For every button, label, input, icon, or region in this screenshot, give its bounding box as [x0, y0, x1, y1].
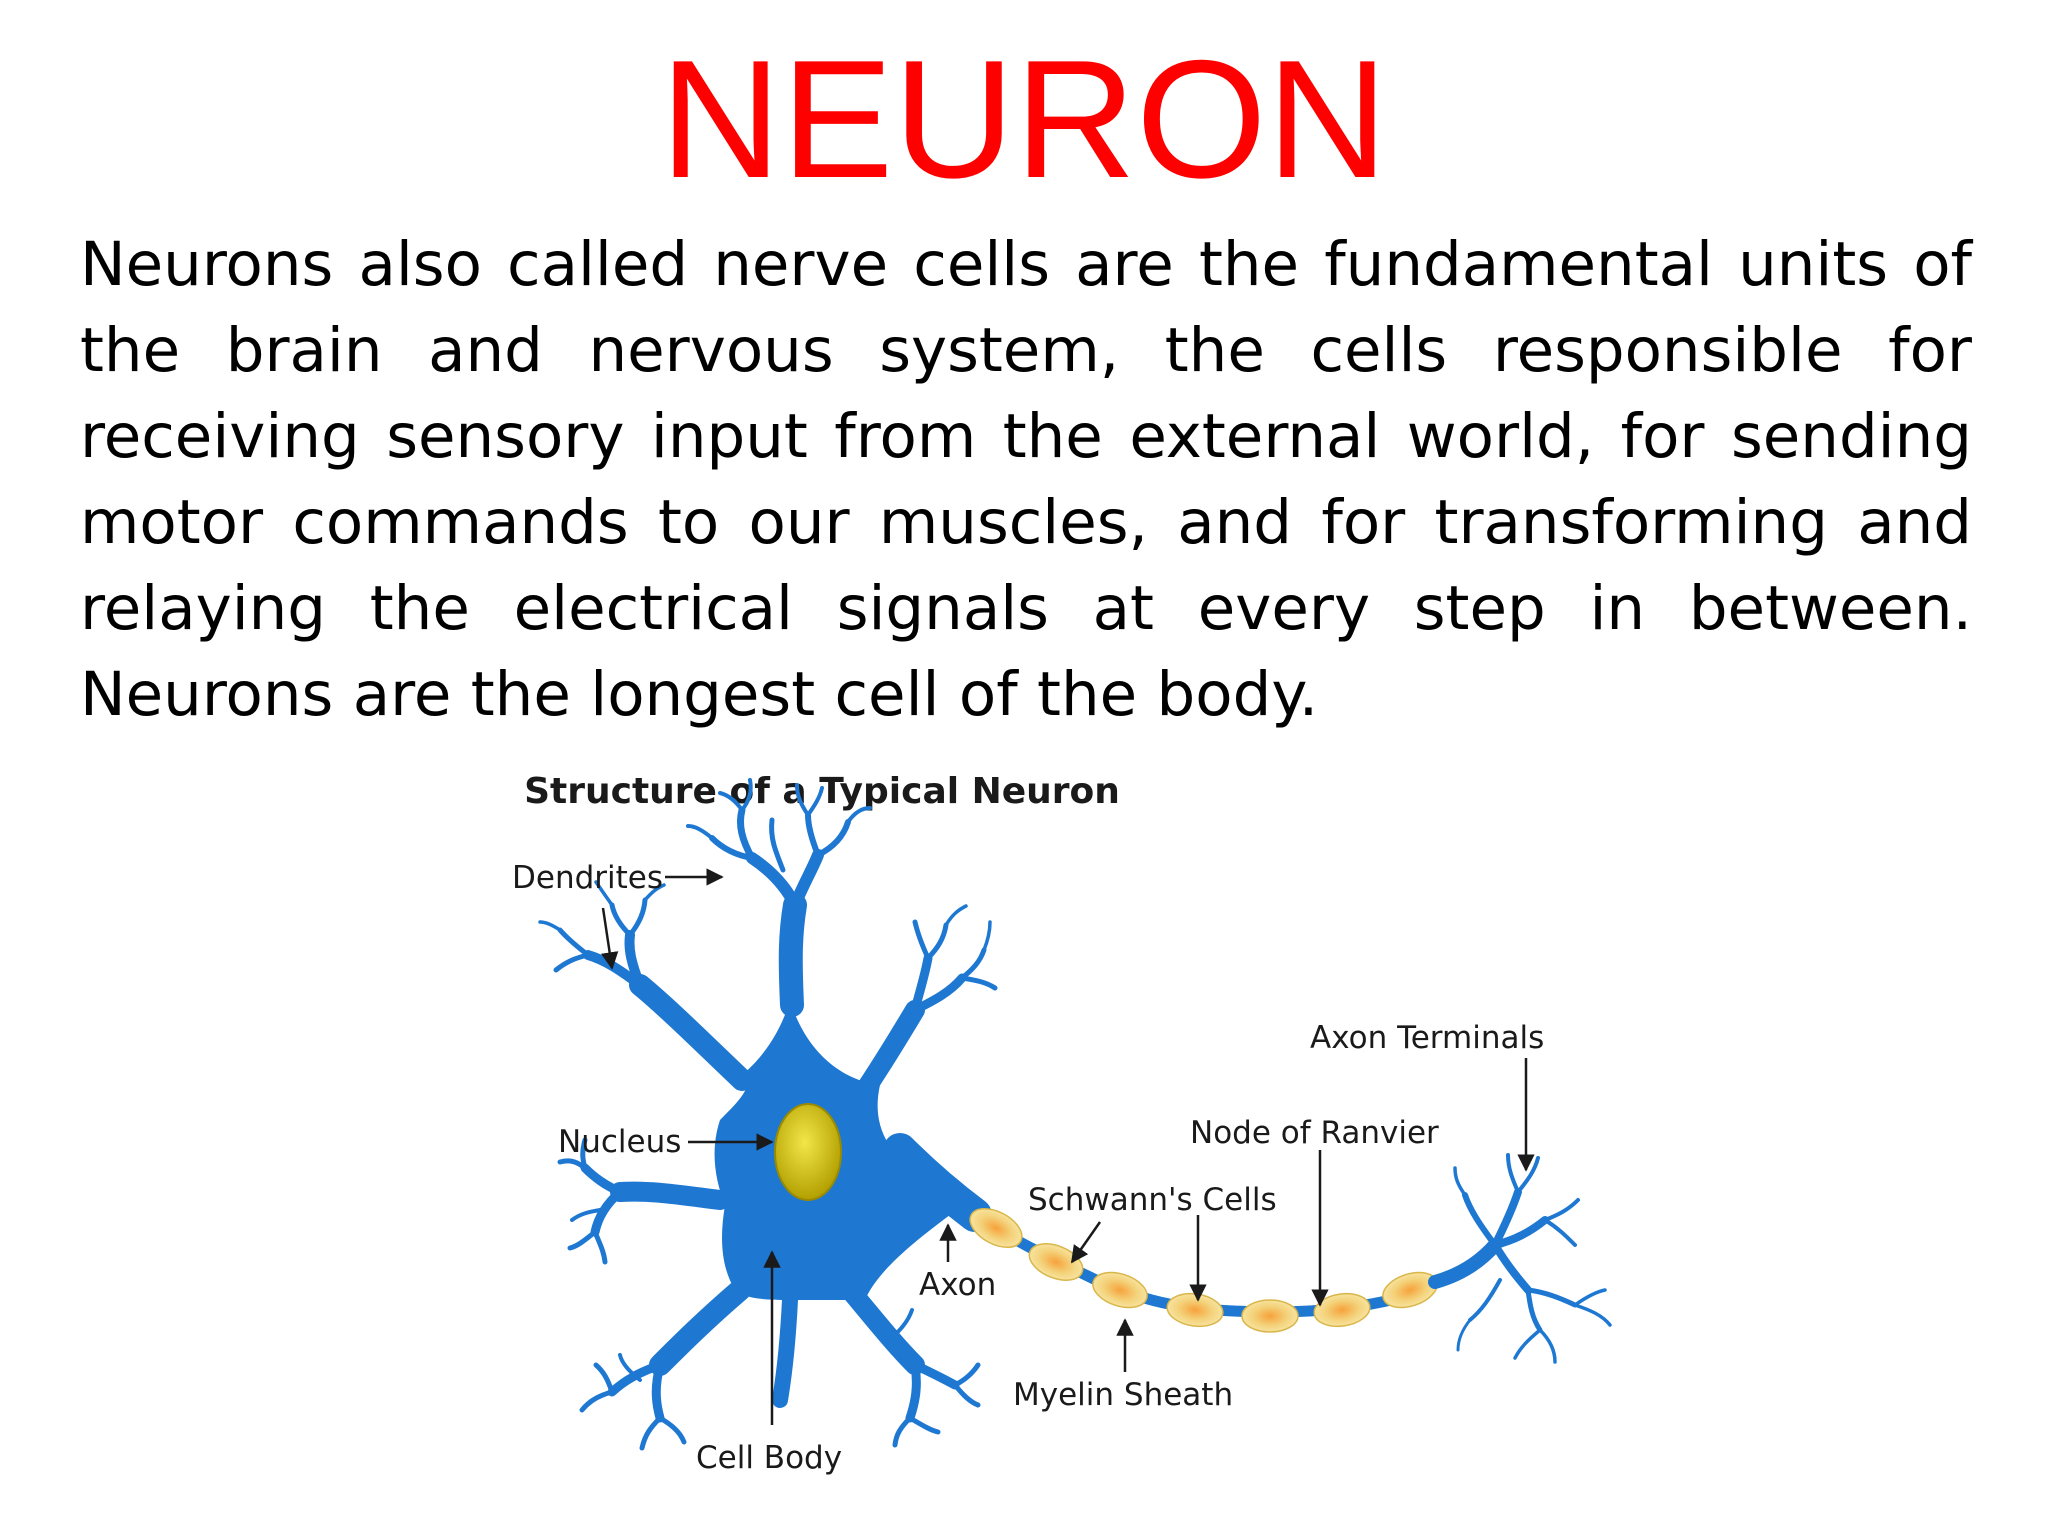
- label-axon-terminals: Axon Terminals: [1310, 1020, 1544, 1056]
- diagram-labels: Dendrites Nucleus Cell Body Axon Schwann…: [512, 860, 1544, 1476]
- label-cell-body: Cell Body: [696, 1440, 842, 1476]
- page-title: NEURON: [659, 25, 1389, 213]
- body-paragraph: Neurons also called nerve cells are the …: [80, 229, 1972, 730]
- myelin-sheath: [969, 1207, 1438, 1333]
- label-node-of-ranvier: Node of Ranvier: [1190, 1115, 1439, 1151]
- label-nucleus: Nucleus: [558, 1124, 681, 1160]
- dendrites: [538, 778, 998, 1451]
- label-arrows: [601, 868, 1535, 1425]
- label-dendrites: Dendrites: [512, 860, 663, 896]
- label-myelin-sheath: Myelin Sheath: [1013, 1377, 1233, 1413]
- cell-body: [714, 1000, 970, 1300]
- axon-terminals: [1428, 1153, 1612, 1364]
- label-schwanns-cells: Schwann's Cells: [1028, 1182, 1277, 1218]
- label-axon: Axon: [919, 1267, 996, 1303]
- nucleus: [774, 1103, 842, 1201]
